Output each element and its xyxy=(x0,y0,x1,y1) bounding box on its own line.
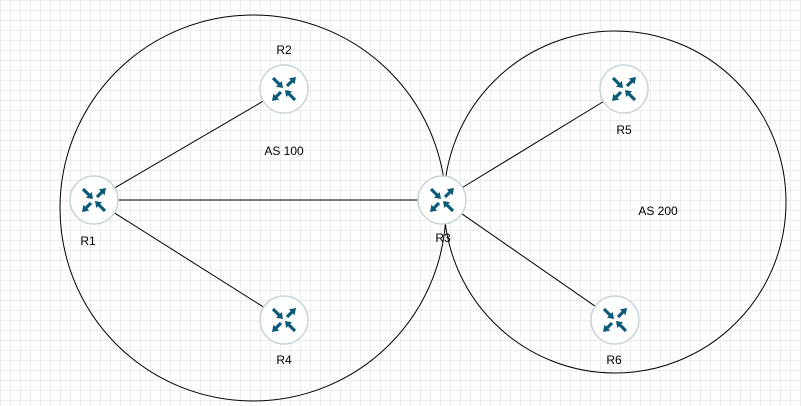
router-label-r3: R3 xyxy=(435,231,451,245)
as-100-area[interactable] xyxy=(59,14,447,402)
link-r1-r2[interactable] xyxy=(114,100,264,189)
router-label-r5: R5 xyxy=(616,123,632,137)
router-r3[interactable] xyxy=(417,175,467,225)
router-label-r1: R1 xyxy=(80,234,96,248)
router-label-r4: R4 xyxy=(276,353,292,367)
router-icon xyxy=(259,295,309,345)
router-icon xyxy=(590,295,640,345)
as-200-label: AS 200 xyxy=(638,204,678,218)
as-100-label: AS 100 xyxy=(264,144,304,158)
router-r6[interactable] xyxy=(590,295,640,345)
router-label-r2: R2 xyxy=(276,43,292,57)
router-r1[interactable] xyxy=(69,175,119,225)
router-icon xyxy=(69,175,119,225)
link-r3-r5[interactable] xyxy=(462,101,604,188)
router-label-r6: R6 xyxy=(606,353,622,367)
link-r1-r4[interactable] xyxy=(114,212,264,308)
router-icon xyxy=(259,64,309,114)
router-icon xyxy=(599,64,649,114)
link-r3-r6[interactable] xyxy=(461,213,596,307)
router-r5[interactable] xyxy=(599,64,649,114)
router-r4[interactable] xyxy=(259,295,309,345)
router-r2[interactable] xyxy=(259,64,309,114)
router-icon xyxy=(417,175,467,225)
